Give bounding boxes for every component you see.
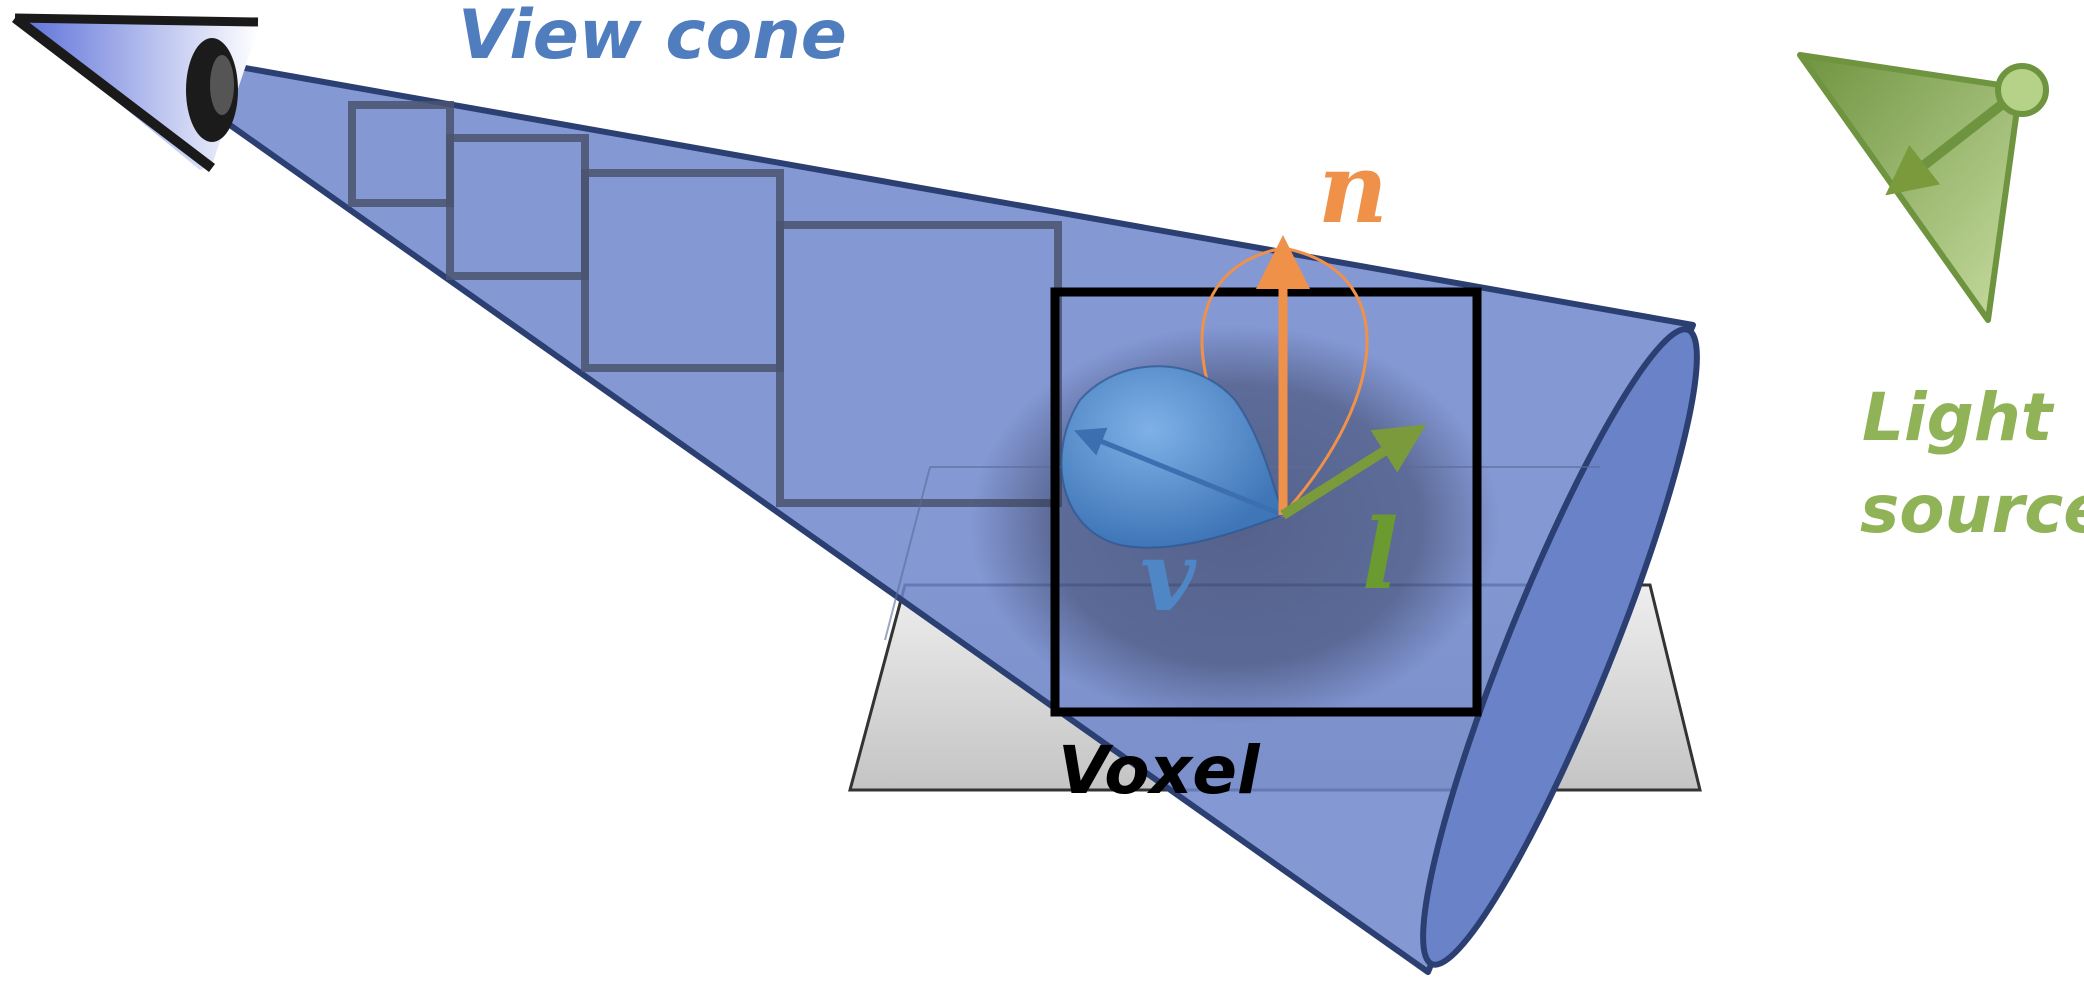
plane-edge-left [884,466,931,641]
light-source-label-line2: source [1860,471,2084,548]
normal-label: n [1318,132,1388,245]
view-cone-label: View cone [458,0,847,75]
light-source-label-line1: Light [1862,379,2055,456]
view-cone-end [1420,326,1700,968]
voxel-box [1050,287,1482,717]
light-vector-arrow [1280,424,1427,520]
light-source-icon [1797,52,2049,323]
light-vector-label: l [1362,498,1398,611]
view-lobe [1060,365,1285,549]
eye-icon [11,13,259,172]
voxel-label: Voxel [1058,732,1261,809]
view-vector-arrow [1074,427,1284,518]
view-vector-label: v [1140,520,1197,633]
